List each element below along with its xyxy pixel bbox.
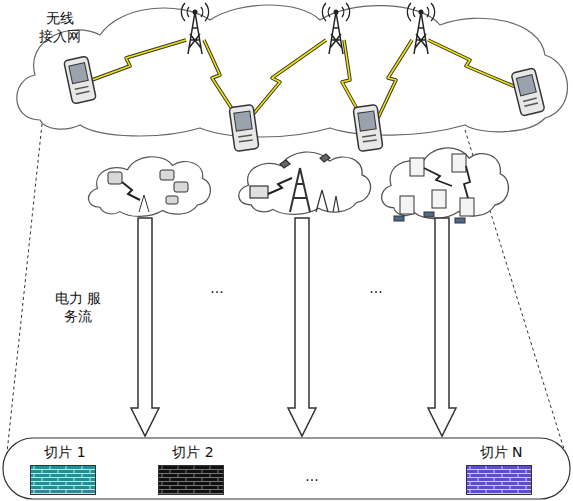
slice-title: 切片 1 [30, 444, 100, 462]
flow-label: 电力 服务流 [52, 290, 104, 325]
brick-wall [158, 465, 224, 495]
slice-block: 切片 1 [30, 444, 100, 495]
slice-block: 切片 N [466, 444, 536, 495]
ellipsis: ... [205, 280, 229, 298]
brick-wall [30, 465, 96, 495]
brick-wall [466, 465, 532, 495]
ellipsis: ... [300, 468, 324, 486]
slice-title: 切片 N [466, 444, 536, 462]
network-label: 无线 接入网 [38, 10, 83, 45]
slice-title: 切片 2 [158, 444, 228, 462]
network-cloud: 无线 接入网 [30, 10, 90, 45]
slice-block: 切片 2 [158, 444, 228, 495]
ellipsis: ... [364, 280, 388, 298]
